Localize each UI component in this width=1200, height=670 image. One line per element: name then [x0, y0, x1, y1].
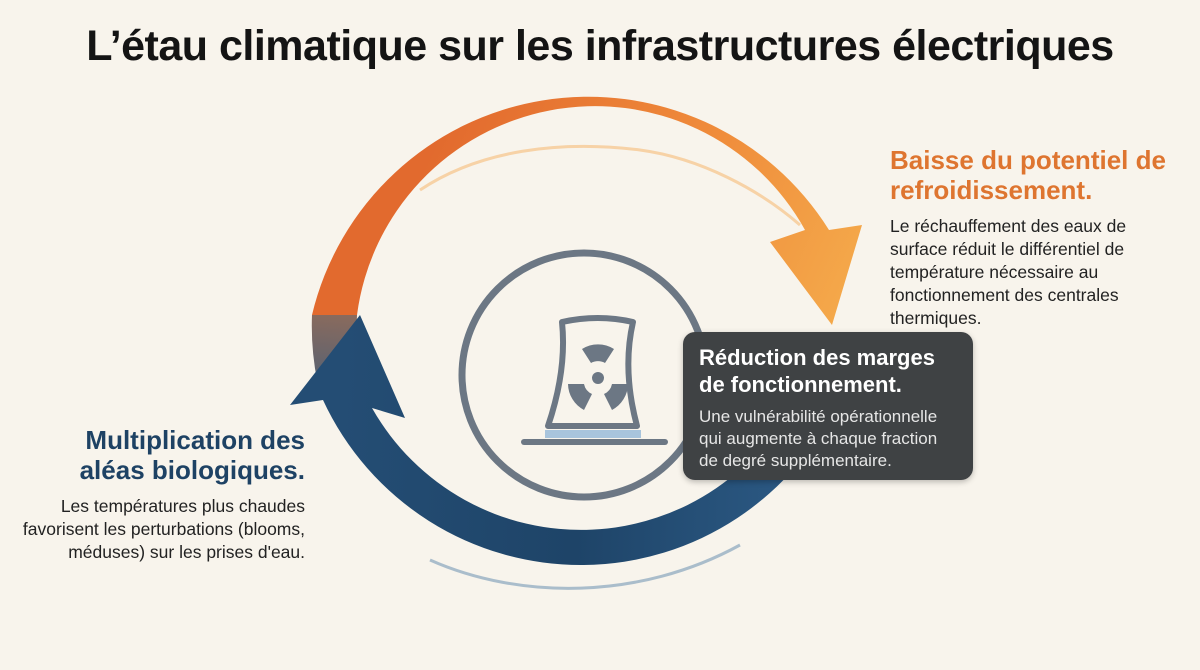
operating-margins-box: Réduction des marges de fonctionnement. … [683, 332, 973, 480]
cooling-potential-text: Le réchauffement des eaux de surface réd… [890, 216, 1127, 328]
cooling-potential-heading: Baisse du potentiel de refroidissement. [890, 145, 1166, 205]
orange-cycle-arrow [312, 96, 862, 325]
blue-cycle-arrow [290, 315, 841, 566]
cooling-potential-block: Baisse du potentiel de refroidissement. … [890, 145, 1180, 330]
biological-hazards-heading: Multiplication des aléas biologiques. [79, 425, 305, 485]
page-title: L’étau climatique sur les infrastructure… [86, 22, 1114, 70]
nuclear-cooling-tower-icon [521, 315, 668, 445]
biological-hazards-block: Multiplication des aléas biologiques. Le… [20, 425, 305, 564]
orange-wave-accent [419, 144, 801, 227]
operating-margins-heading: Réduction des marges de fonctionnement. [699, 345, 935, 397]
operating-margins-text: Une vulnérabilité opérationnelle qui aug… [699, 407, 938, 470]
biological-hazards-text: Les températures plus chaudes favorisent… [22, 496, 305, 562]
blue-wave-accent [429, 543, 741, 590]
